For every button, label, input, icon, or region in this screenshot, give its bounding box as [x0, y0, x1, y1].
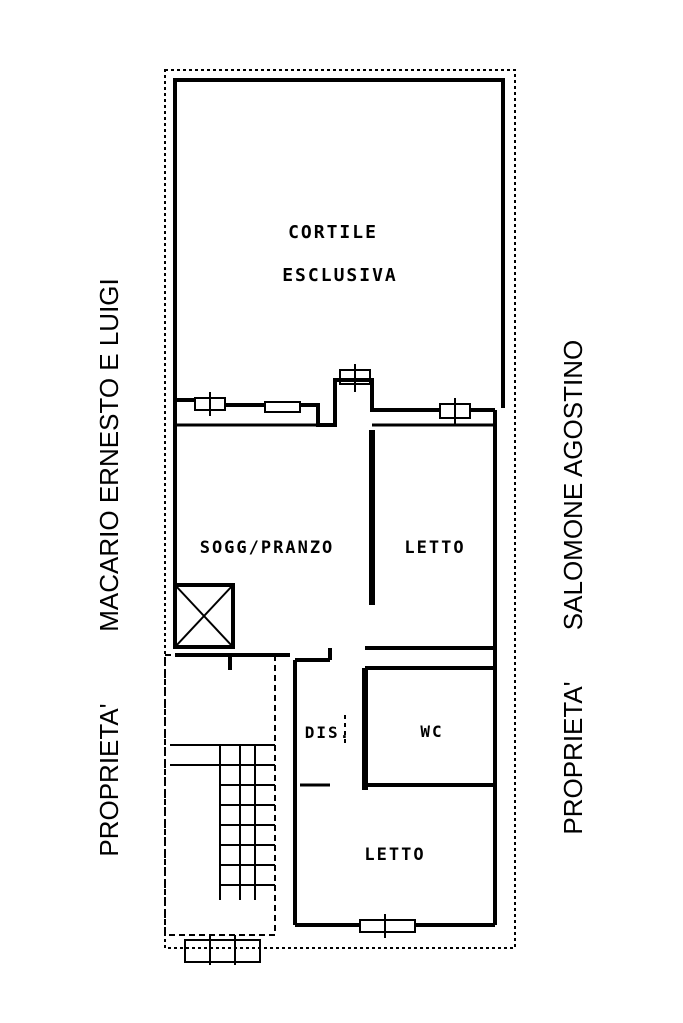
right-owner-label: SALOMONE AGOSTINO — [558, 340, 588, 630]
staircase — [164, 654, 276, 965]
left-owner-label: MACARIO ERNESTO E LUIGI — [94, 278, 124, 631]
wc-label: WC — [420, 722, 443, 741]
dis-label: DIS. — [305, 723, 352, 742]
letto-bottom-label: LETTO — [364, 845, 425, 865]
esclusiva-label: ESCLUSIVA — [282, 265, 398, 286]
lower-walls — [175, 648, 497, 927]
window-mark-bottom — [359, 914, 416, 938]
upper-walls — [173, 378, 497, 660]
letto-top-label: LETTO — [404, 538, 465, 558]
courtyard — [173, 78, 505, 408]
property-boundary — [164, 69, 516, 949]
soggiorno-label: SOGG/PRANZO — [200, 538, 335, 558]
shaft-box — [173, 583, 235, 649]
cortile-label: CORTILE — [288, 222, 378, 243]
window-marks-top — [194, 364, 471, 424]
left-prefix-label: PROPRIETA' — [94, 703, 124, 856]
right-prefix-label: PROPRIETA' — [558, 681, 588, 834]
